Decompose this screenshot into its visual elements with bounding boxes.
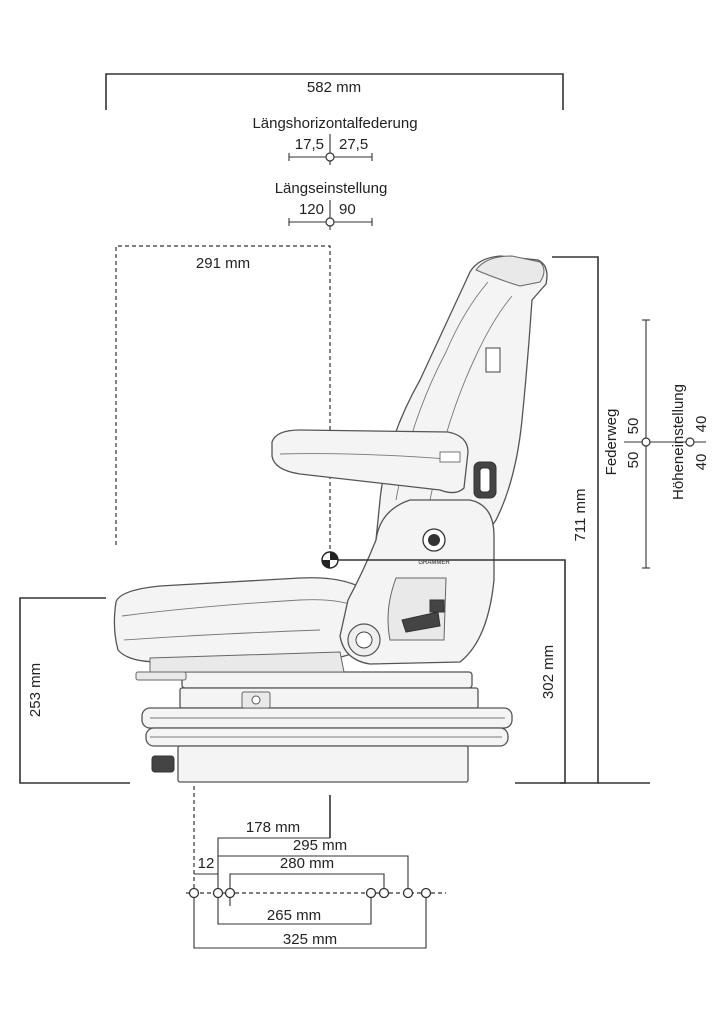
mounting-hole — [402, 887, 414, 899]
horizontal-suspension-left: 17,5 — [295, 136, 324, 153]
seat-height-dimension: 302 mm — [338, 559, 566, 784]
horizontal-suspension-title: Längshorizontalfederung — [252, 115, 417, 132]
total-height-dimension: 711 mm — [552, 256, 650, 784]
travel-up: 50 — [625, 418, 642, 435]
mounting-hole — [212, 887, 224, 899]
center-marker — [325, 152, 335, 162]
hole-295-label: 295 mm — [293, 837, 347, 854]
horizontal-suspension-right: 27,5 — [339, 136, 368, 153]
mounting-hole — [188, 887, 200, 899]
seat-reference-point — [321, 551, 339, 569]
hole-265-label: 265 mm — [267, 907, 321, 924]
total-height-label: 711 mm — [572, 488, 589, 541]
seat-height-label: 302 mm — [540, 645, 557, 699]
base-lever — [151, 755, 175, 773]
mounting-hole — [365, 887, 377, 899]
seat-depth-dimension: 291 mm — [115, 245, 331, 560]
hole-325-label: 325 mm — [283, 931, 337, 948]
seat-cushion — [113, 577, 380, 663]
height-adjust-title: Höheneinstellung — [670, 384, 687, 500]
overall-width-label: 582 mm — [307, 79, 361, 96]
overall-width-dimension: 582 mm — [105, 73, 564, 110]
mounting-hole — [224, 887, 236, 899]
seat-depth-label: 291 mm — [196, 255, 250, 272]
horizontal-suspension-dimension: Längshorizontalfederung 17,5 27,5 — [252, 115, 418, 165]
front-height-dimension: 253 mm — [19, 597, 130, 784]
upper-rail — [181, 671, 473, 689]
fore-aft-right: 90 — [339, 201, 356, 218]
base-frame — [177, 745, 469, 783]
height-adjust-down: 40 — [693, 454, 710, 471]
seat-illustration: GRAMMER — [113, 255, 548, 783]
hole-280-label: 280 mm — [280, 855, 334, 872]
mounting-hole — [378, 887, 390, 899]
fore-aft-title: Längseinstellung — [275, 180, 388, 197]
small-12-label: 12 — [198, 855, 215, 872]
offset-178-label: 178 mm — [246, 819, 300, 836]
armrest — [271, 429, 469, 494]
travel-down: 50 — [625, 452, 642, 469]
suspension-travel-dimension: Federweg 50 50 Höheneinstellung 40 40 — [603, 319, 710, 569]
travel-title: Federweg — [603, 409, 620, 476]
headrest — [475, 255, 545, 287]
fore-aft-left: 120 — [299, 201, 324, 218]
center-marker — [325, 217, 335, 227]
fore-aft-dimension: Längseinstellung 120 90 — [275, 180, 388, 230]
mounting-hole-dimensions: 178 mm 295 mm 12 280 mm 265 mm 325 mm — [186, 786, 446, 949]
height-adjust-up: 40 — [693, 416, 710, 433]
front-height-label: 253 mm — [27, 663, 44, 717]
mounting-hole — [420, 887, 432, 899]
brand-text: GRAMMER — [418, 560, 450, 566]
